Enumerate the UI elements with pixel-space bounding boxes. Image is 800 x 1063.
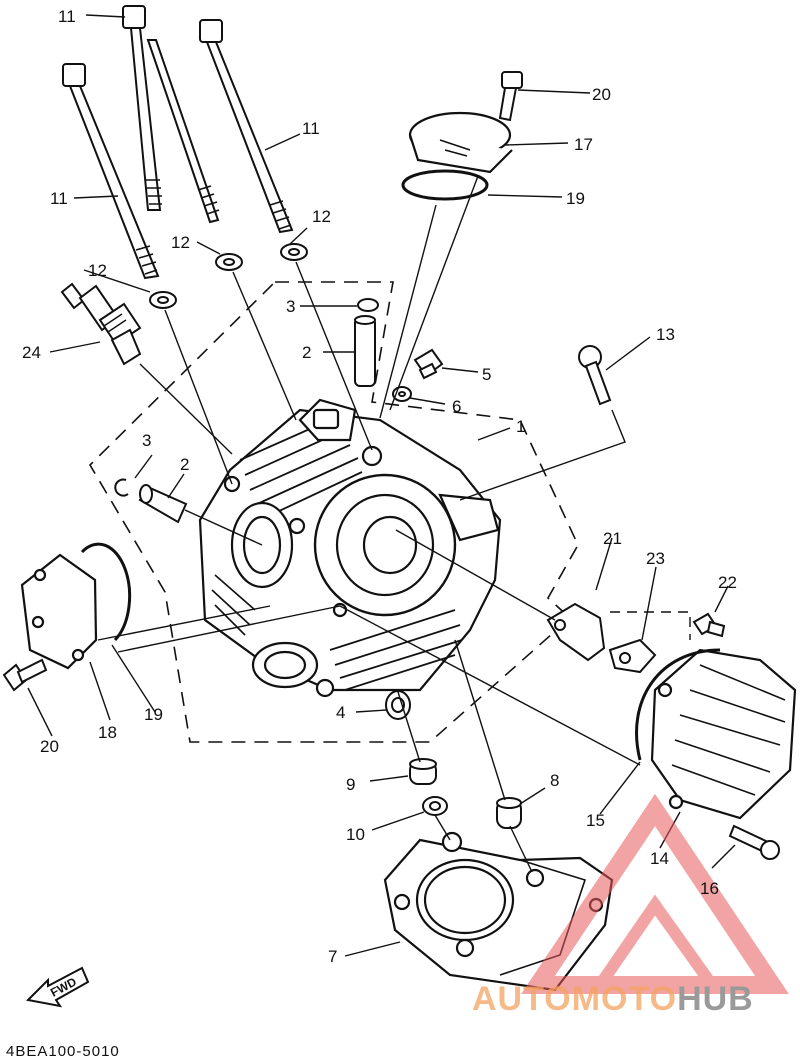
callout-23: 23	[646, 549, 665, 568]
dowel-8	[496, 797, 522, 829]
head-bolt-long-1	[122, 5, 162, 211]
callout-2: 2	[302, 343, 311, 362]
callout-14: 14	[650, 849, 669, 868]
callout-7: 7	[328, 947, 337, 966]
callout-16: 16	[700, 879, 719, 898]
bolt-5	[413, 348, 444, 380]
callout-24: 24	[22, 343, 41, 362]
callout-17: 17	[574, 135, 593, 154]
callout-20: 20	[40, 737, 59, 756]
callout-19: 19	[144, 705, 163, 724]
callout-12: 12	[88, 261, 107, 280]
callout-2: 2	[180, 455, 189, 474]
callout-11: 11	[50, 189, 68, 208]
washer-12b	[280, 243, 308, 261]
oring-19-left	[80, 542, 132, 642]
circlip-3b	[114, 478, 129, 497]
callout-11: 11	[58, 7, 76, 26]
oring-10	[422, 796, 448, 816]
callout-13: 13	[656, 325, 675, 344]
callout-20: 20	[592, 85, 611, 104]
head-bolt-long-3	[62, 63, 160, 280]
circlip-3a	[357, 298, 379, 312]
bolt-16	[728, 824, 780, 860]
part-code: 4BEA100-5010	[6, 1043, 120, 1060]
oring-15	[635, 648, 721, 761]
callout-19: 19	[566, 189, 585, 208]
callout-10: 10	[346, 825, 365, 844]
callout-12: 12	[171, 233, 190, 252]
tappet-cover-14	[650, 648, 797, 820]
callout-8: 8	[550, 771, 559, 790]
callout-1: 1	[516, 417, 525, 436]
watermark-word-b: HUB	[677, 980, 754, 1018]
fwd-arrow-icon: FWD	[25, 966, 90, 1008]
watermark-text: AUTOMOTOHUB	[472, 980, 754, 1018]
bolt-22	[692, 612, 726, 638]
dashed-bracket-right	[610, 611, 691, 640]
valve-guide-2b	[138, 484, 188, 524]
callout-6: 6	[452, 397, 461, 416]
dowel-9	[409, 758, 437, 785]
washer-12a	[215, 253, 243, 271]
callout-9: 9	[346, 775, 355, 794]
seal-4	[385, 690, 411, 720]
callout-18: 18	[98, 723, 117, 742]
bolt-20-left	[2, 658, 48, 692]
callout-12: 12	[312, 207, 331, 226]
cover-17	[408, 111, 513, 174]
callout-21: 21	[603, 529, 622, 548]
callout-3: 3	[286, 297, 295, 316]
watermark-word-a: AUTOMOTO	[472, 980, 677, 1018]
bracket-23	[608, 638, 657, 674]
callout-5: 5	[482, 365, 491, 384]
head-bolt-short	[146, 39, 220, 224]
oring-19-top	[401, 169, 489, 201]
valve-guide-2a	[354, 315, 376, 387]
callout-11: 11	[302, 119, 320, 138]
callout-labels: 11 11 11 12 12 12 3 2 24 5 6 1 3 2 20 17…	[22, 7, 737, 966]
tensioner-21	[546, 602, 606, 662]
callout-22: 22	[718, 573, 737, 592]
bolt-20-top	[498, 71, 523, 122]
cover-18	[20, 553, 98, 670]
callout-15: 15	[586, 811, 605, 830]
bolt-13	[578, 345, 612, 406]
callout-4: 4	[336, 703, 345, 722]
cylinder-head	[198, 398, 502, 698]
washer-12c	[149, 291, 177, 309]
watermark-logo	[521, 793, 789, 994]
spark-plug	[60, 282, 142, 366]
callout-3: 3	[142, 431, 151, 450]
head-bolt-long-2	[199, 19, 294, 234]
